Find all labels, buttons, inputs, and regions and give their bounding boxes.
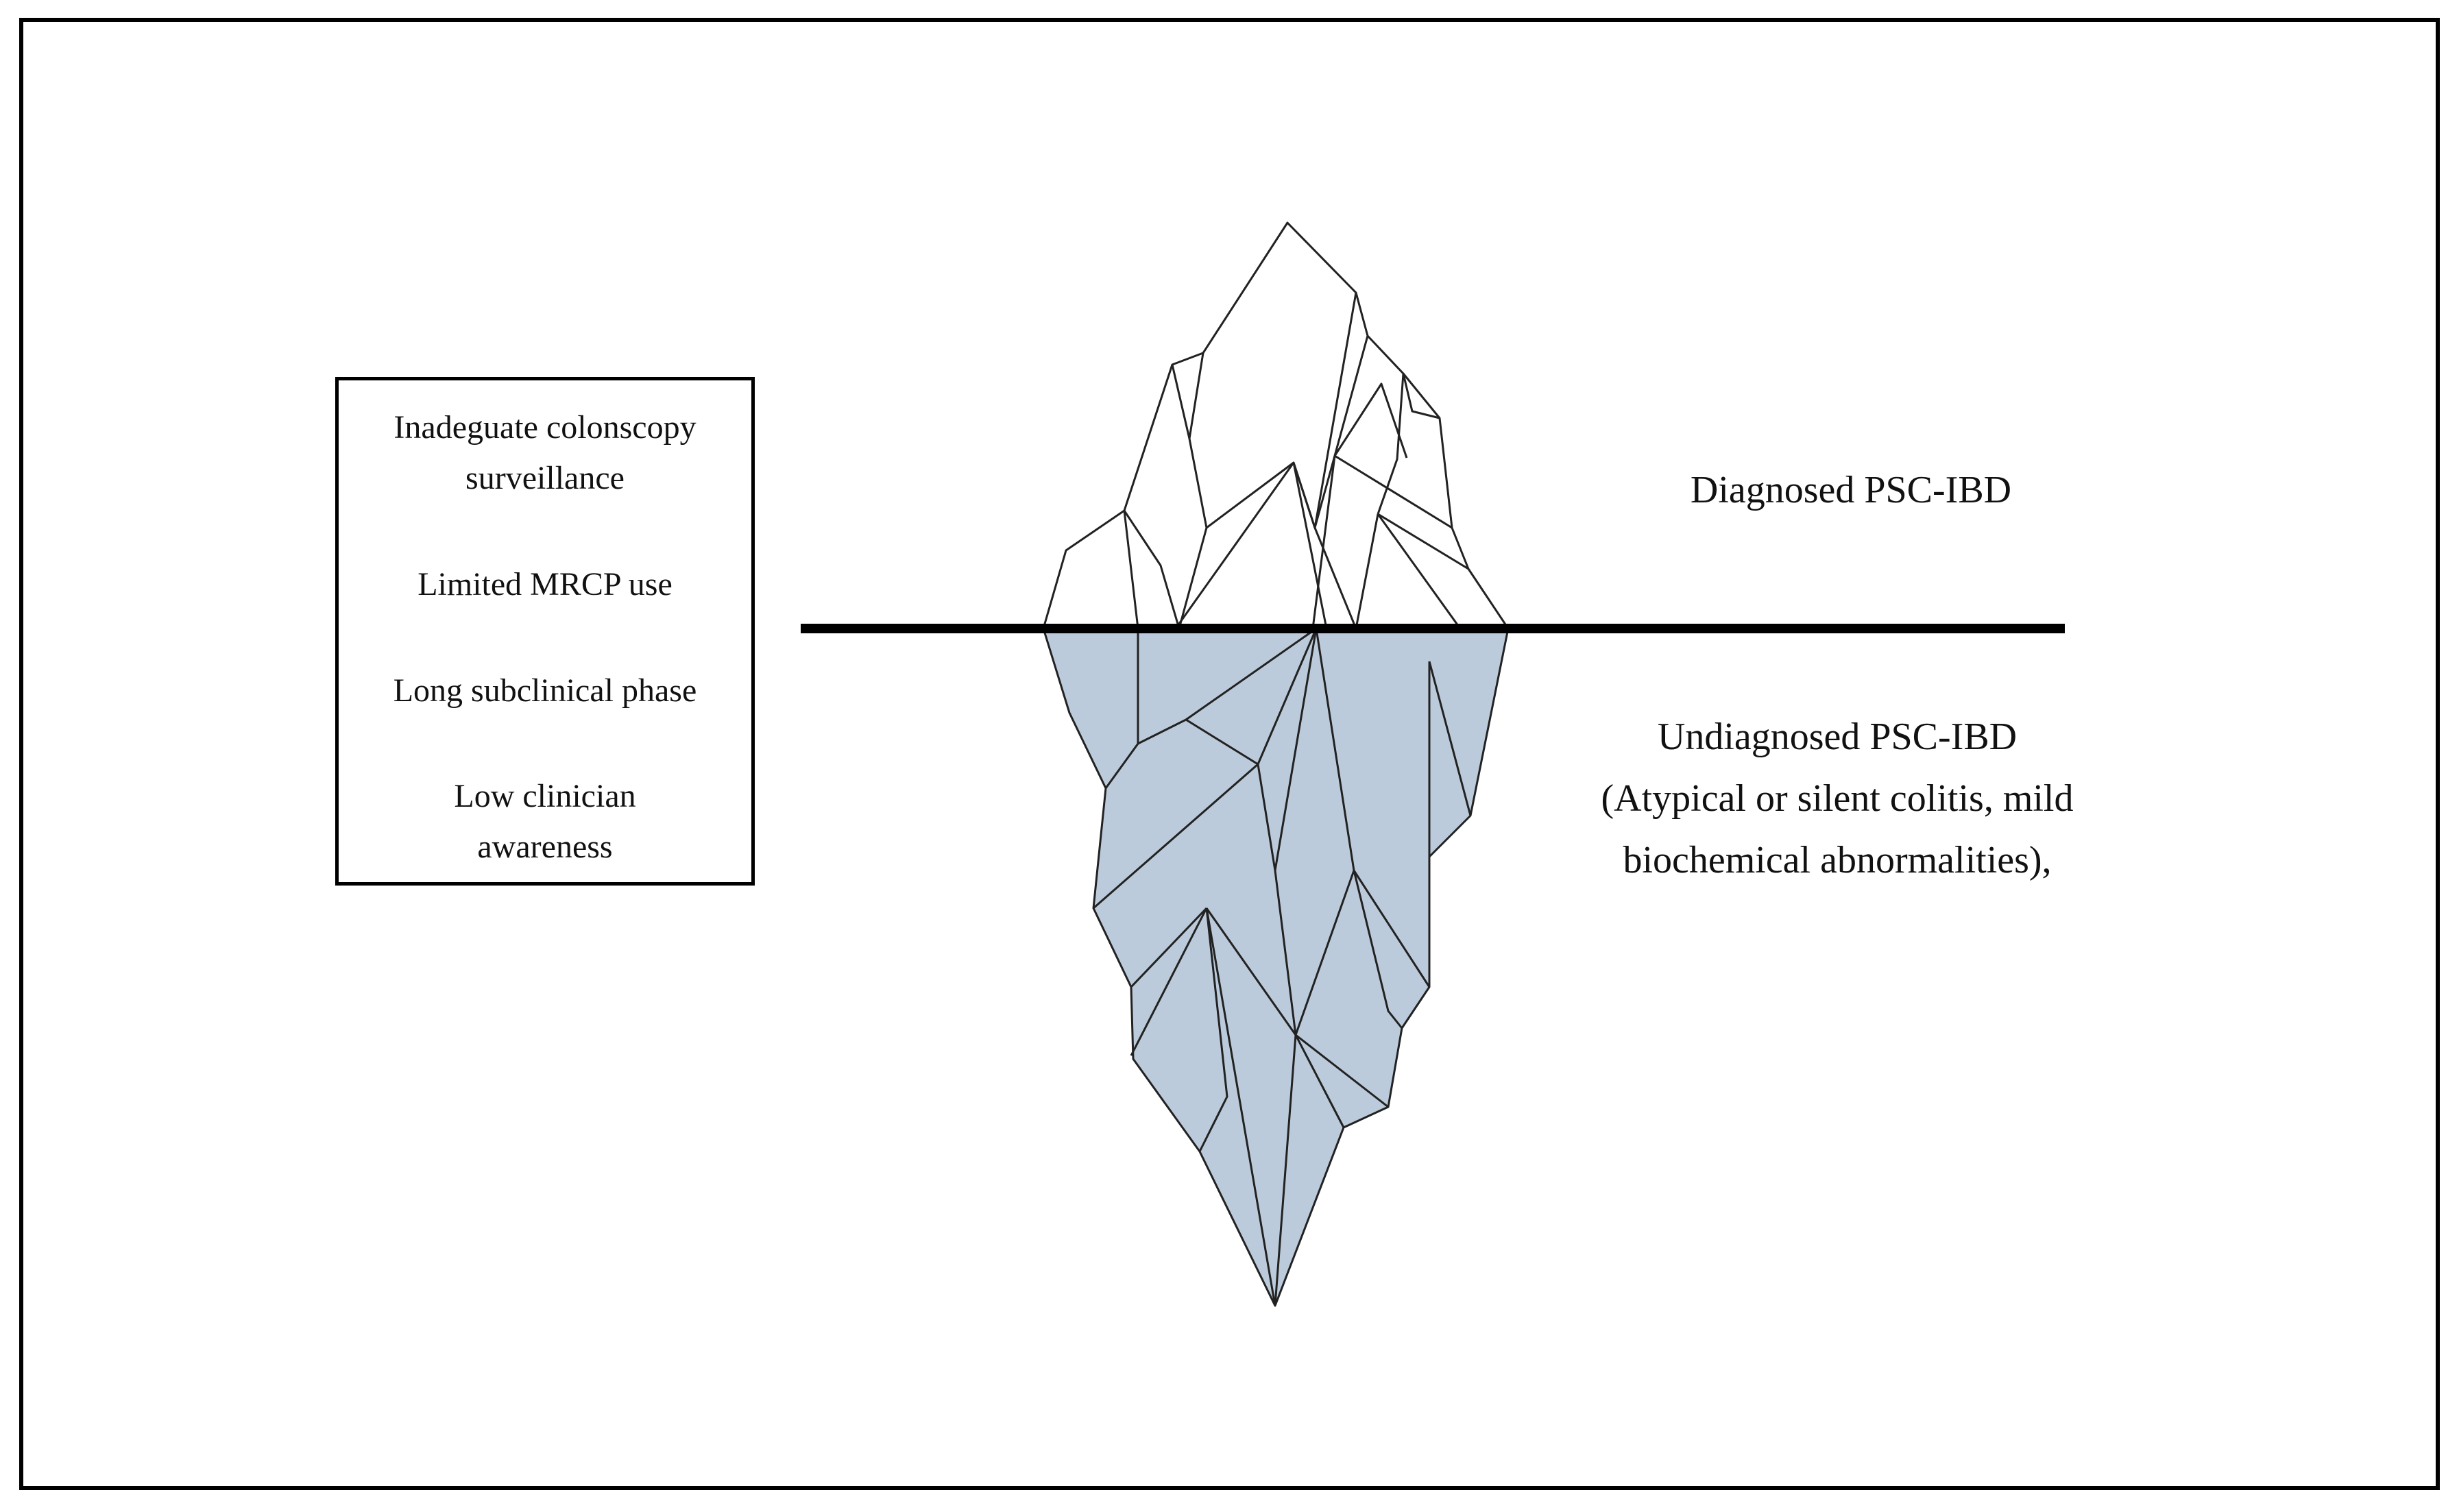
iceberg-submerged-region bbox=[1042, 627, 1510, 1307]
factor-subclinical: Long subclinical phase bbox=[393, 672, 697, 709]
contributing-factors-box: Inadeguate colonscopy surveillance Limit… bbox=[335, 377, 755, 886]
factor-mrcp: Limited MRCP use bbox=[417, 566, 673, 602]
iceberg-submerged-facets bbox=[1093, 627, 1472, 1306]
undiagnosed-detail-line1: (Atypical or silent colitis, mild bbox=[1601, 777, 2074, 820]
iceberg-visible-outline bbox=[1042, 221, 1510, 629]
iceberg-visible-facets bbox=[1123, 292, 1469, 629]
factor-colonoscopy-line2: surveillance bbox=[465, 460, 625, 496]
factor-colonoscopy-line1: Inadeguate colonscopy bbox=[393, 409, 696, 446]
factor-awareness-line2: awareness bbox=[477, 829, 613, 865]
diagnosed-label: Diagnosed PSC-IBD bbox=[1690, 469, 2012, 511]
undiagnosed-detail-line2: biochemical abnormalities), bbox=[1623, 839, 2052, 881]
factor-awareness-line1: Low clinician bbox=[454, 778, 636, 814]
undiagnosed-title: Undiagnosed PSC-IBD bbox=[1657, 716, 2018, 758]
